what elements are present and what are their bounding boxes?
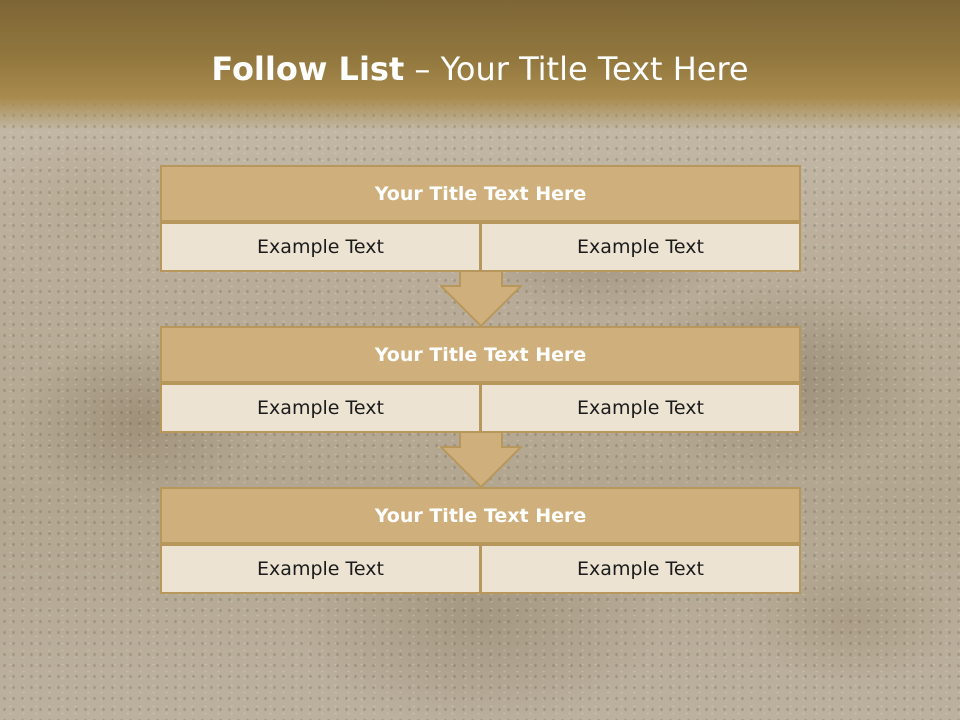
down-arrow-icon xyxy=(440,431,522,489)
step-2-right-text: Example Text xyxy=(480,383,801,433)
step-3-title: Your Title Text Here xyxy=(160,487,801,544)
step-3-left-text: Example Text xyxy=(160,544,481,594)
step-3: Your Title Text Here Example Text Exampl… xyxy=(160,487,801,594)
step-1-left-text: Example Text xyxy=(160,222,481,272)
step-2-left-text: Example Text xyxy=(160,383,481,433)
step-2-title: Your Title Text Here xyxy=(160,326,801,383)
header-band xyxy=(0,0,960,130)
step-1: Your Title Text Here Example Text Exampl… xyxy=(160,165,801,272)
step-1-title: Your Title Text Here xyxy=(160,165,801,222)
slide-title-rest: – Your Title Text Here xyxy=(404,50,749,88)
down-arrow-icon xyxy=(440,270,522,328)
slide-title-bold: Follow List xyxy=(211,50,405,88)
step-3-right-text: Example Text xyxy=(480,544,801,594)
slide-title: Follow List – Your Title Text Here xyxy=(0,50,960,88)
step-2: Your Title Text Here Example Text Exampl… xyxy=(160,326,801,433)
step-1-right-text: Example Text xyxy=(480,222,801,272)
